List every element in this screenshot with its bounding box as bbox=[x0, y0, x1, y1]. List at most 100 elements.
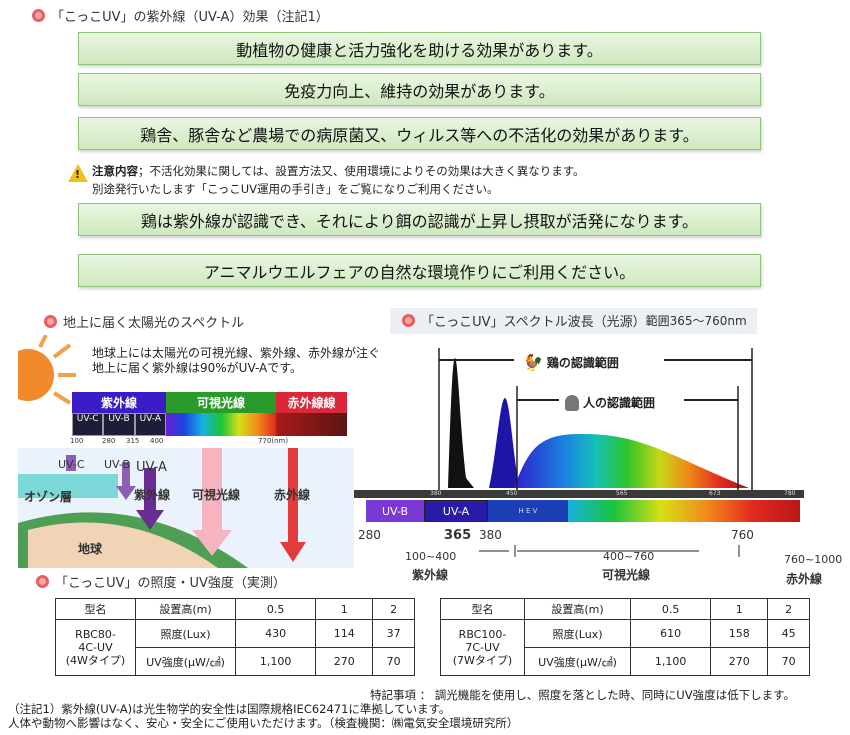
model-line: 7C-UV bbox=[465, 641, 500, 654]
caution-line1: ；不活化効果に関しては、設置方法又、使用環境によりその効果は大きく異なります。 bbox=[138, 164, 585, 178]
band-ir-label: 赤外線線 bbox=[276, 392, 347, 413]
spectrum-title: 「こっこUV」スペクトル波長（光源） bbox=[421, 315, 646, 330]
chicken-range-label: 鶏の認識範囲 bbox=[546, 356, 619, 370]
footnote-1: （注記1）紫外線(UV-A)は光生物学的安全性は国際規格IEC62471に準拠し… bbox=[8, 702, 451, 716]
cell: 37 bbox=[372, 619, 415, 648]
bullet-icon bbox=[402, 314, 415, 327]
r1-range: 100~400 bbox=[405, 550, 457, 563]
cell: 270 bbox=[315, 647, 374, 676]
lbl-uvb: UV-B bbox=[104, 458, 131, 471]
lbl-uva: UV-A bbox=[136, 460, 167, 475]
axis-tick: 565 bbox=[616, 490, 628, 497]
measurement-table-1: 型名 設置高(m) 0.5 1 2 RBC80- 4C-UV (4Wタイプ) 照… bbox=[55, 598, 415, 676]
r1-name: 紫外線 bbox=[412, 568, 449, 582]
uv-label: 紫外線 bbox=[134, 488, 171, 502]
tick: 100 bbox=[70, 437, 84, 445]
cell: 430 bbox=[234, 619, 317, 648]
model-line: 4C-UV bbox=[78, 641, 113, 654]
bullet-icon bbox=[44, 315, 57, 328]
tick: 280 bbox=[102, 437, 116, 445]
th: 2 bbox=[372, 598, 415, 620]
section3-title: 「こっこUV」の照度・UV強度（実測） bbox=[55, 576, 286, 591]
sub-uvc: UV-C bbox=[72, 413, 104, 436]
table-header-row: 型名 設置高(m) 0.5 1 2 bbox=[55, 598, 415, 620]
row-label: 照度(Lux) bbox=[524, 619, 631, 648]
footnote-2: 人体や動物へ影響はなく、安心・安全にご使用いただけます。（検査機関：㈱電気安全環… bbox=[8, 716, 519, 730]
person-icon bbox=[565, 394, 579, 411]
n365: 365 bbox=[444, 528, 472, 543]
th: 設置高(m) bbox=[524, 598, 631, 620]
row-label: UV強度(μW/㎠) bbox=[524, 647, 631, 676]
section1-header: 「こっこUV」の紫外線（UV-A）効果（注記1） bbox=[32, 6, 329, 25]
axis-tick: 780 bbox=[784, 490, 796, 497]
solar-header: 地上に届く太陽光のスペクトル bbox=[44, 312, 244, 331]
human-range: 人の認識範囲 bbox=[562, 394, 659, 411]
section3-header: 「こっこUV」の照度・UV強度（実測） bbox=[36, 572, 286, 591]
spectrum-header: 「こっこUV」スペクトル波長（光源） 範囲365～760nm bbox=[390, 308, 757, 334]
effect-box-4: 鶏は紫外線が認識でき、それにより餌の認識が上昇し摂取が活発になります。 bbox=[78, 203, 761, 236]
cell: 158 bbox=[710, 619, 769, 648]
range-lines bbox=[409, 545, 819, 557]
model-line: (4Wタイプ) bbox=[65, 654, 126, 667]
solar-desc1: 地球上には太陽光の可視光線、紫外線、赤外線が注ぐ bbox=[92, 346, 381, 360]
spectrum-axis-ticks: 380 450 565 673 780 bbox=[354, 490, 804, 500]
th: 2 bbox=[767, 598, 810, 620]
effect-box-3: 鶏舎、豚舎など農場での病原菌又、ウィルス等への不活化の効果があります。 bbox=[78, 117, 761, 150]
chicken-range: 🐓 鶏の認識範囲 bbox=[520, 353, 622, 372]
caution-line2: 別途発行いたします「こっこUV運用の手引き」をご覧になりご利用ください。 bbox=[92, 182, 499, 196]
bar-hev: H E V bbox=[488, 500, 568, 522]
effect-box-1: 動植物の健康と活力強化を助ける効果があります。 bbox=[78, 32, 761, 65]
cell: 70 bbox=[767, 647, 810, 676]
table-header-row: 型名 設置高(m) 0.5 1 2 bbox=[440, 598, 810, 620]
chicken-icon: 🐓 bbox=[523, 353, 543, 372]
cell: 270 bbox=[710, 647, 769, 676]
solar-band-header: 紫外線 可視光線 赤外線線 bbox=[72, 392, 347, 413]
solar-desc2: 地上に届く紫外線は90%がUV-Aです。 bbox=[92, 361, 303, 375]
table-row: RBC80- 4C-UV (4Wタイプ) 照度(Lux) 430 114 37 bbox=[55, 619, 415, 676]
special-note: 特記事項 ： 調光機能を使用し、照度を落とした時、同時にUV強度は低下します。 bbox=[370, 688, 795, 702]
r2-range: 400~760 bbox=[603, 550, 655, 563]
th: 型名 bbox=[440, 598, 525, 620]
solar-illustration bbox=[18, 448, 354, 568]
n280: 280 bbox=[358, 528, 381, 542]
lbl-uvc: UV-C bbox=[58, 458, 85, 471]
sun-icon bbox=[2, 334, 78, 405]
solar-spectrum-bar: UV-C UV-B UV-A bbox=[72, 413, 347, 436]
human-range-label: 人の認識範囲 bbox=[583, 396, 656, 410]
row-label: UV強度(μW/㎠) bbox=[135, 647, 236, 676]
cell: 1,100 bbox=[629, 647, 712, 676]
r3-range: 760~1000 bbox=[784, 553, 843, 566]
axis-tick: 380 bbox=[430, 490, 442, 497]
bar-uvb: UV-B bbox=[366, 500, 424, 522]
th: 1 bbox=[710, 598, 769, 620]
th: 0.5 bbox=[234, 598, 317, 620]
effect-box-5: アニマルウエルフェアの自然な環境作りにご利用ください。 bbox=[78, 254, 761, 287]
axis-tick: 450 bbox=[506, 490, 518, 497]
ir-label: 赤外線 bbox=[274, 488, 311, 502]
n760: 760 bbox=[731, 528, 754, 542]
cell: 610 bbox=[629, 619, 712, 648]
table-row: UV強度(μW/㎠) 1,100 270 70 bbox=[56, 647, 415, 676]
cell: 45 bbox=[767, 619, 810, 648]
th: 型名 bbox=[55, 598, 136, 620]
caution-label: 注意内容 bbox=[92, 164, 138, 178]
r3-name: 赤外線 bbox=[786, 572, 823, 586]
th: 設置高(m) bbox=[135, 598, 236, 620]
tick: 770(nm) bbox=[258, 437, 289, 445]
bar-uva: UV-A bbox=[424, 500, 488, 522]
warning-icon bbox=[68, 164, 88, 182]
section1-title: 「こっこUV」の紫外線（UV-A）効果（注記1） bbox=[51, 10, 329, 25]
model-line: RBC100- bbox=[458, 628, 507, 641]
table-row: RBC100- 7C-UV (7Wタイプ) 照度(Lux) 610 158 45 bbox=[440, 619, 810, 676]
band-vis-label: 可視光線 bbox=[166, 392, 276, 413]
solar-ticks: 100 280 315 400 770(nm) bbox=[70, 437, 347, 447]
caution-note: 注意内容；不活化効果に関しては、設置方法又、使用環境によりその効果は大きく異なり… bbox=[68, 164, 585, 197]
spectrum-range: 範囲365～760nm bbox=[645, 314, 747, 328]
n380: 380 bbox=[479, 528, 502, 542]
vis-label: 可視光線 bbox=[192, 488, 241, 502]
table-row: UV強度(μW/㎠) 1,100 270 70 bbox=[441, 647, 810, 676]
earth-label: 地球 bbox=[78, 542, 103, 556]
r2-name: 可視光線 bbox=[602, 568, 651, 582]
model-cell: RBC80- 4C-UV (4Wタイプ) bbox=[55, 619, 136, 676]
band-uv-label: 紫外線 bbox=[72, 392, 166, 413]
